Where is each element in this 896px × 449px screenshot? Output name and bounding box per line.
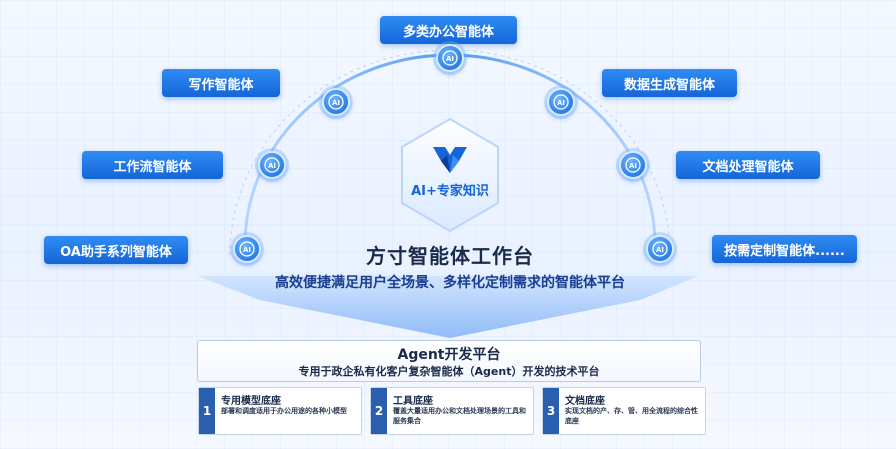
agent-office[interactable]: 多类办公智能体: [380, 16, 517, 44]
base-description: 实现文档的产、存、管、用全流程的综合性底座: [565, 407, 698, 425]
svg-text:AI: AI: [629, 162, 637, 170]
agent-oa[interactable]: OA助手系列智能体: [44, 236, 188, 264]
svg-text:AI: AI: [656, 246, 664, 254]
base-title: 专用模型底座: [221, 396, 281, 407]
agent-office-label: 多类办公智能体: [402, 24, 494, 40]
ai-node-icon: AI: [547, 88, 575, 116]
core-logo-icon: [433, 147, 467, 173]
agent-custom[interactable]: 按需定制智能体......: [712, 235, 857, 263]
platform-title: 方寸智能体工作台: [366, 244, 534, 268]
ai-node-icon: AI: [646, 235, 674, 263]
agent-writing[interactable]: 写作智能体: [162, 69, 280, 97]
agent-workflow[interactable]: 工作流智能体: [82, 151, 223, 179]
svg-text:AI: AI: [332, 99, 340, 107]
base-model: 1 专用模型底座 部署和调度适用于办公用途的各种小模型: [198, 387, 362, 435]
base-description: 覆盖大量适用办公和文档处理场景的工具和服务集合: [393, 407, 526, 425]
ai-node-icon: AI: [233, 235, 261, 263]
ai-node-icon: AI: [619, 151, 647, 179]
agent-workflow-label: 工作流智能体: [113, 159, 192, 175]
base-number: 3: [543, 388, 559, 434]
base-docs: 3 文档底座 实现文档的产、存、管、用全流程的综合性底座: [542, 387, 706, 435]
base-title: 工具底座: [393, 396, 433, 407]
core-label: AI+专家知识: [411, 184, 489, 199]
core-hexagon: [390, 115, 510, 235]
agent-doc-proc[interactable]: 文档处理智能体: [676, 151, 820, 179]
svg-text:AI: AI: [268, 162, 276, 170]
base-title: 文档底座: [565, 396, 605, 407]
ai-node-icon: AI: [436, 44, 464, 72]
ai-node-icon: AI: [258, 151, 286, 179]
base-tools: 2 工具底座 覆盖大量适用办公和文档处理场景的工具和服务集合: [370, 387, 534, 435]
agent-data-gen[interactable]: 数据生成智能体: [602, 69, 737, 97]
agent-writing-label: 写作智能体: [188, 77, 254, 93]
agent-doc-proc-label: 文档处理智能体: [702, 159, 794, 175]
agent-dev-platform: Agent开发平台 专用于政企私有化客户复杂智能体（Agent）开发的技术平台: [197, 340, 701, 382]
svg-text:AI: AI: [243, 246, 251, 254]
ai-node-icon: AI: [322, 88, 350, 116]
svg-text:AI: AI: [446, 55, 454, 63]
agent-dev-platform-subtitle: 专用于政企私有化客户复杂智能体（Agent）开发的技术平台: [298, 365, 600, 378]
svg-text:AI: AI: [557, 99, 565, 107]
base-number: 1: [199, 388, 215, 434]
base-number: 2: [371, 388, 387, 434]
agent-dev-platform-title: Agent开发平台: [397, 347, 501, 363]
agent-oa-label: OA助手系列智能体: [60, 244, 172, 260]
agent-custom-label: 按需定制智能体......: [724, 243, 845, 259]
platform-subtitle: 高效便捷满足用户全场景、多样化定制需求的智能体平台: [275, 275, 625, 291]
base-description: 部署和调度适用于办公用途的各种小模型: [221, 407, 347, 415]
agent-data-gen-label: 数据生成智能体: [623, 77, 715, 93]
